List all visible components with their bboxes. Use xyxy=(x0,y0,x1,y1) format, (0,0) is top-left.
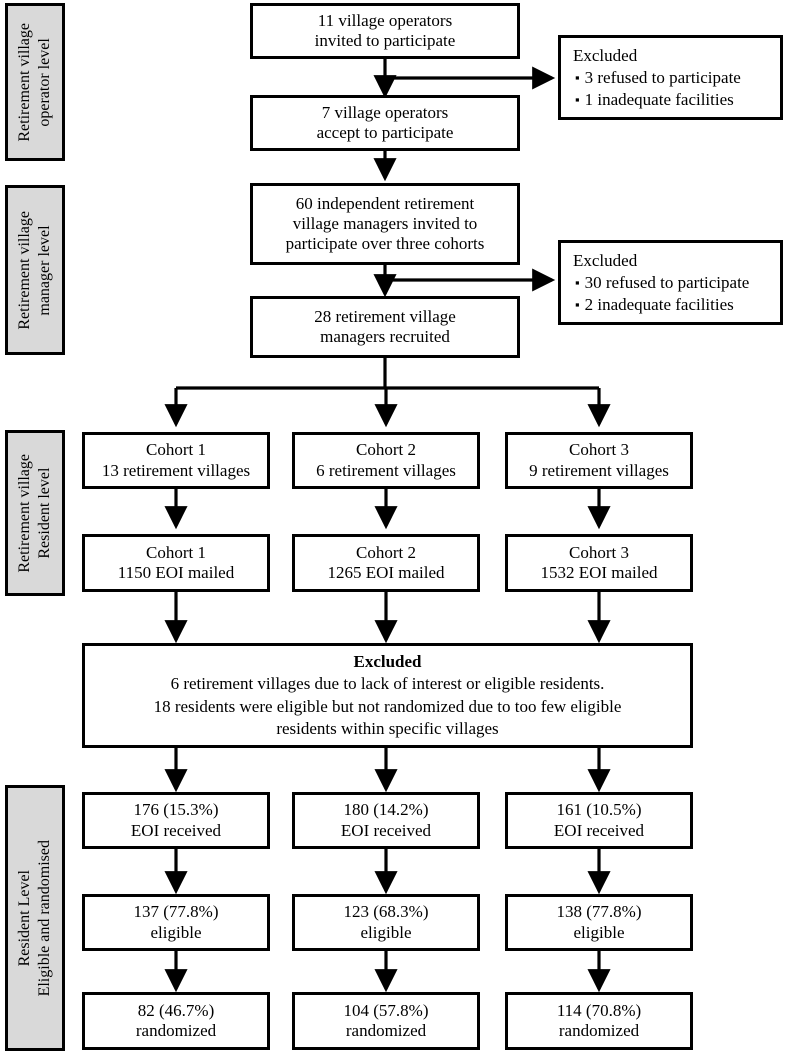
node-cohort2-eligible: 123 (68.3%) eligible xyxy=(292,894,480,951)
node-line: 7 village operators xyxy=(321,102,449,122)
node-line: eligible xyxy=(573,922,625,942)
node-line: invited to participate xyxy=(314,31,456,50)
band-randomised-level: Resident Level Eligible and randomised xyxy=(5,785,65,1051)
node-excluded-residents: Excluded 6 retirement villages due to la… xyxy=(82,643,693,748)
node-line: 180 (14.2%) xyxy=(343,800,429,820)
node-line: accept to participate xyxy=(316,123,454,142)
excluded-operators-bullet: 3 refused to participate xyxy=(573,67,780,89)
node-line: participate over three cohorts xyxy=(285,234,485,254)
node-line: EOI received xyxy=(553,820,645,840)
node-managers-invited: 60 independent retirement village manage… xyxy=(250,183,520,265)
node-line: EOI received xyxy=(130,820,222,840)
node-line: eligible xyxy=(360,922,412,942)
node-line: Cohort 3 xyxy=(569,542,629,562)
node-line: 1150 EOI mailed xyxy=(117,563,235,582)
node-line: 11 village operators xyxy=(317,10,453,30)
node-line: Cohort 1 xyxy=(146,440,206,460)
node-line: eligible xyxy=(150,922,202,942)
node-line: randomized xyxy=(558,1021,640,1040)
node-line: 137 (77.8%) xyxy=(133,902,219,922)
node-line: 82 (46.7%) xyxy=(137,1000,215,1020)
node-cohort3-villages: Cohort 3 9 retirement villages xyxy=(505,432,693,489)
node-line: 6 retirement villages xyxy=(316,460,456,480)
node-line: 114 (70.8%) xyxy=(556,1000,642,1020)
node-line: EOI received xyxy=(340,820,432,840)
node-line: 1532 EOI mailed xyxy=(540,563,658,582)
band-resident-level: Retirement village Resident level xyxy=(5,430,65,596)
band-operator-level: Retirement village operator level xyxy=(5,3,65,161)
band-manager-level: Retirement village manager level xyxy=(5,185,65,355)
node-line: 28 retirement village xyxy=(314,306,456,326)
node-line: 9 retirement villages xyxy=(529,460,669,480)
node-cohort1-eligible: 137 (77.8%) eligible xyxy=(82,894,270,951)
excluded-managers-bullet: 2 inadequate facilities xyxy=(573,294,780,316)
node-line: Cohort 2 xyxy=(356,440,416,460)
node-excluded-managers: Excluded 30 refused to participate 2 ina… xyxy=(558,240,783,325)
node-line: village managers invited to xyxy=(292,213,478,233)
node-line: randomized xyxy=(345,1021,427,1040)
excluded-residents-line: 18 residents were eligible but not rando… xyxy=(153,696,622,716)
node-line: Cohort 3 xyxy=(569,440,629,460)
node-cohort3-mailed: Cohort 3 1532 EOI mailed xyxy=(505,534,693,592)
node-excluded-operators: Excluded 3 refused to participate 1 inad… xyxy=(558,35,783,120)
node-line: 176 (15.3%) xyxy=(133,800,219,820)
node-cohort2-received: 180 (14.2%) EOI received xyxy=(292,792,480,849)
node-line: Cohort 1 xyxy=(146,542,206,562)
excluded-residents-heading: Excluded xyxy=(353,652,422,672)
node-cohort1-randomized: 82 (46.7%) randomized xyxy=(82,992,270,1050)
band-manager-level-label: Retirement village manager level xyxy=(16,210,53,330)
node-cohort2-randomized: 104 (57.8%) randomized xyxy=(292,992,480,1050)
node-operators-invited: 11 village operators invited to particip… xyxy=(250,3,520,59)
node-line: 123 (68.3%) xyxy=(343,902,429,922)
node-line: Cohort 2 xyxy=(356,542,416,562)
band-operator-level-label: Retirement village operator level xyxy=(16,22,53,142)
node-line: 1265 EOI mailed xyxy=(327,563,445,582)
node-cohort3-randomized: 114 (70.8%) randomized xyxy=(505,992,693,1050)
excluded-managers-heading: Excluded xyxy=(573,251,638,270)
node-cohort2-mailed: Cohort 2 1265 EOI mailed xyxy=(292,534,480,592)
node-cohort1-villages: Cohort 1 13 retirement villages xyxy=(82,432,270,489)
excluded-operators-heading: Excluded xyxy=(573,46,638,65)
node-cohort1-received: 176 (15.3%) EOI received xyxy=(82,792,270,849)
node-line: 161 (10.5%) xyxy=(556,800,642,820)
node-line: 104 (57.8%) xyxy=(343,1000,429,1020)
excluded-residents-line: 6 retirement villages due to lack of int… xyxy=(170,674,605,694)
excluded-residents-line: residents within specific villages xyxy=(276,718,499,738)
node-cohort1-mailed: Cohort 1 1150 EOI mailed xyxy=(82,534,270,592)
node-cohort3-received: 161 (10.5%) EOI received xyxy=(505,792,693,849)
band-randomised-level-label: Resident Level Eligible and randomised xyxy=(16,839,53,997)
node-cohort2-villages: Cohort 2 6 retirement villages xyxy=(292,432,480,489)
node-cohort3-eligible: 138 (77.8%) eligible xyxy=(505,894,693,951)
node-line: managers recruited xyxy=(320,327,450,346)
node-managers-recruited: 28 retirement village managers recruited xyxy=(250,296,520,358)
node-line: 60 independent retirement xyxy=(295,193,475,213)
band-resident-level-label: Retirement village Resident level xyxy=(16,453,53,573)
node-line: 138 (77.8%) xyxy=(556,902,642,922)
excluded-operators-bullet: 1 inadequate facilities xyxy=(573,89,780,111)
node-line: randomized xyxy=(135,1021,217,1040)
excluded-managers-bullet: 30 refused to participate xyxy=(573,272,780,294)
node-operators-accept: 7 village operators accept to participat… xyxy=(250,95,520,151)
node-line: 13 retirement villages xyxy=(101,460,251,480)
